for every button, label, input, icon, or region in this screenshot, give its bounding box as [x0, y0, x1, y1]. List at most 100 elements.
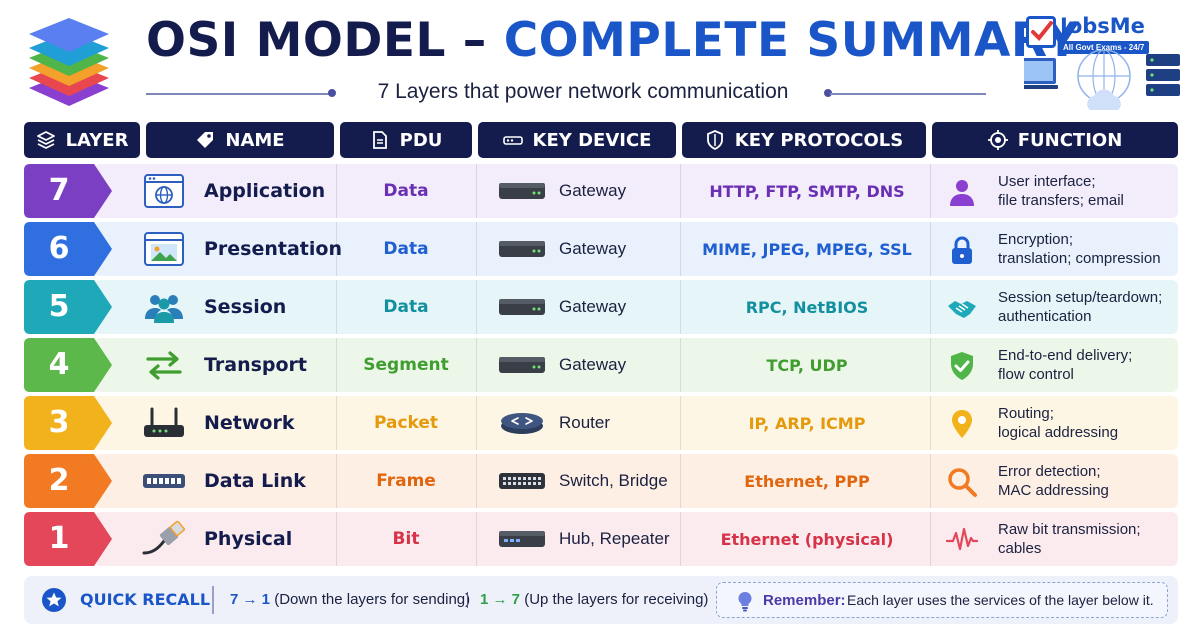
layer-protocols: IP, ARP, ICMP: [748, 413, 866, 433]
layer-protocols: Ethernet (physical): [720, 529, 894, 549]
column-divider: [336, 396, 337, 450]
layer-name: Network: [204, 412, 295, 434]
wifi-router-icon: [144, 407, 184, 437]
row-background: [94, 222, 1178, 276]
target-icon: [987, 130, 1008, 150]
row-background: [94, 512, 1178, 566]
column-divider: [680, 164, 681, 218]
row-background: [94, 454, 1178, 508]
hub-icon: [499, 531, 545, 547]
image-icon: [144, 232, 184, 266]
layer-number: 4: [48, 347, 70, 382]
column-divider: [476, 280, 477, 334]
column-divider: [336, 454, 337, 508]
column-divider: [930, 454, 931, 508]
column-divider: [476, 222, 477, 276]
layer-name: Session: [204, 296, 287, 318]
remember-label: Remember:: [763, 592, 846, 609]
table-row-layer-2: 2 Data Link Frame Switch, Bridge Etherne…: [24, 454, 1178, 508]
table-header: LAYER NAME PDU KEY DEVICE KEY PROTOCOLS …: [24, 122, 1178, 158]
layer-number-badge: 4: [24, 338, 112, 392]
column-divider: [930, 396, 931, 450]
magnifier-icon: [948, 468, 977, 497]
ethernet-cable-icon: [142, 521, 186, 555]
column-label: NAME: [225, 129, 285, 151]
document-icon: [372, 131, 387, 149]
table-row-layer-5: 5 Session Data Gateway RPC, NetBIOS Sess…: [24, 280, 1178, 334]
column-divider: [336, 338, 337, 392]
recall-sending: 7 → 1 (Down the layers for sending): [230, 591, 470, 608]
layer-name: Transport: [204, 354, 308, 376]
subtitle-dot-left: [328, 89, 336, 97]
column-divider: [336, 222, 337, 276]
shield-icon: [706, 130, 723, 150]
table-row-layer-7: 7 Application Data Gateway HTTP, FTP, SM…: [24, 164, 1178, 218]
layer-stack-icon: [29, 18, 109, 106]
layer-function: User interface;file transfers; email: [998, 164, 1178, 218]
gateway-icon: [499, 183, 545, 199]
recall-up-text: (Up the layers for receiving): [520, 591, 709, 608]
recall-down-text: (Down the layers for sending): [270, 591, 471, 608]
brand-logo[interactable]: JobsMe All Govt Exams - 24/7: [1024, 14, 1184, 114]
function-line: flow control: [998, 366, 1074, 383]
layer-protocols: HTTP, FTP, SMTP, DNS: [709, 181, 905, 201]
layer-number-badge: 1: [24, 512, 112, 566]
remember-note: Remember: Each layer uses the services o…: [716, 582, 1168, 618]
column-divider: [476, 454, 477, 508]
column-header-name: NAME: [146, 122, 334, 158]
layer-function: End-to-end delivery; flow control: [998, 338, 1178, 392]
quick-recall-bar: QUICK RECALL 7 → 1 (Down the layers for …: [24, 576, 1178, 624]
layer-device: Gateway: [559, 297, 627, 316]
layer-number: 5: [48, 289, 70, 324]
function-line: cables: [998, 540, 1042, 557]
column-divider: [476, 338, 477, 392]
row-background: [94, 164, 1178, 218]
brand-check-icon: [1026, 16, 1056, 48]
switch-icon: [499, 473, 545, 489]
layer-pdu: Data: [383, 181, 429, 201]
recall-down-arrow: 7 → 1: [230, 591, 271, 608]
layer-protocols: MIME, JPEG, MPEG, SSL: [702, 239, 912, 259]
brand-name: JobsMe: [1060, 14, 1145, 38]
layer-function: Routing;logical addressing: [998, 396, 1178, 450]
function-line: End-to-end delivery;: [998, 347, 1133, 364]
layer-name: Application: [204, 180, 326, 202]
layer-pdu: Data: [383, 297, 429, 317]
brand-tagline: All Govt Exams - 24/7: [1058, 41, 1150, 54]
subtitle: 7 Layers that power network communicatio…: [377, 80, 789, 103]
column-header-key-protocols: KEY PROTOCOLS: [682, 122, 926, 158]
layer-number-badge: 7: [24, 164, 112, 218]
function-line: MAC addressing: [998, 482, 1109, 499]
layer-number: 6: [48, 231, 70, 266]
subtitle-divider-left: [146, 93, 332, 95]
column-divider: [930, 512, 931, 566]
recall-receiving: 1 → 7 (Up the layers for receiving): [480, 591, 708, 608]
layer-number: 2: [48, 463, 70, 498]
table-row-layer-4: 4 Transport Segment Gateway TCP, UDP End…: [24, 338, 1178, 392]
layer-number: 7: [48, 173, 70, 208]
column-label: PDU: [399, 129, 443, 151]
function-line: logical addressing: [998, 424, 1119, 441]
user-icon: [950, 180, 974, 206]
title-part-osi-model: OSI MODEL –: [146, 13, 504, 68]
layer-number-badge: 3: [24, 396, 112, 450]
handshake-icon: [948, 301, 976, 318]
layer-device: Gateway: [559, 239, 627, 258]
column-divider: [930, 338, 931, 392]
layer-number: 1: [48, 521, 70, 556]
switch-icon: [143, 474, 185, 488]
gateway-icon: [499, 357, 545, 373]
column-divider: [680, 222, 681, 276]
column-divider: [680, 512, 681, 566]
layers-icon: [36, 131, 55, 149]
layer-name: Data Link: [204, 470, 306, 492]
layer-protocols: Ethernet, PPP: [744, 471, 870, 491]
layer-protocols: TCP, UDP: [766, 355, 848, 375]
device-icon: [502, 136, 523, 145]
page-title: OSI MODEL – COMPLETE SUMMARY: [146, 10, 1079, 72]
row-background: [94, 280, 1178, 334]
layer-function: Raw bit transmission;cables: [998, 512, 1178, 566]
signal-wave-icon: [946, 527, 978, 551]
network-devices-illustration: [1024, 50, 1180, 110]
star-badge-icon: [42, 588, 66, 612]
